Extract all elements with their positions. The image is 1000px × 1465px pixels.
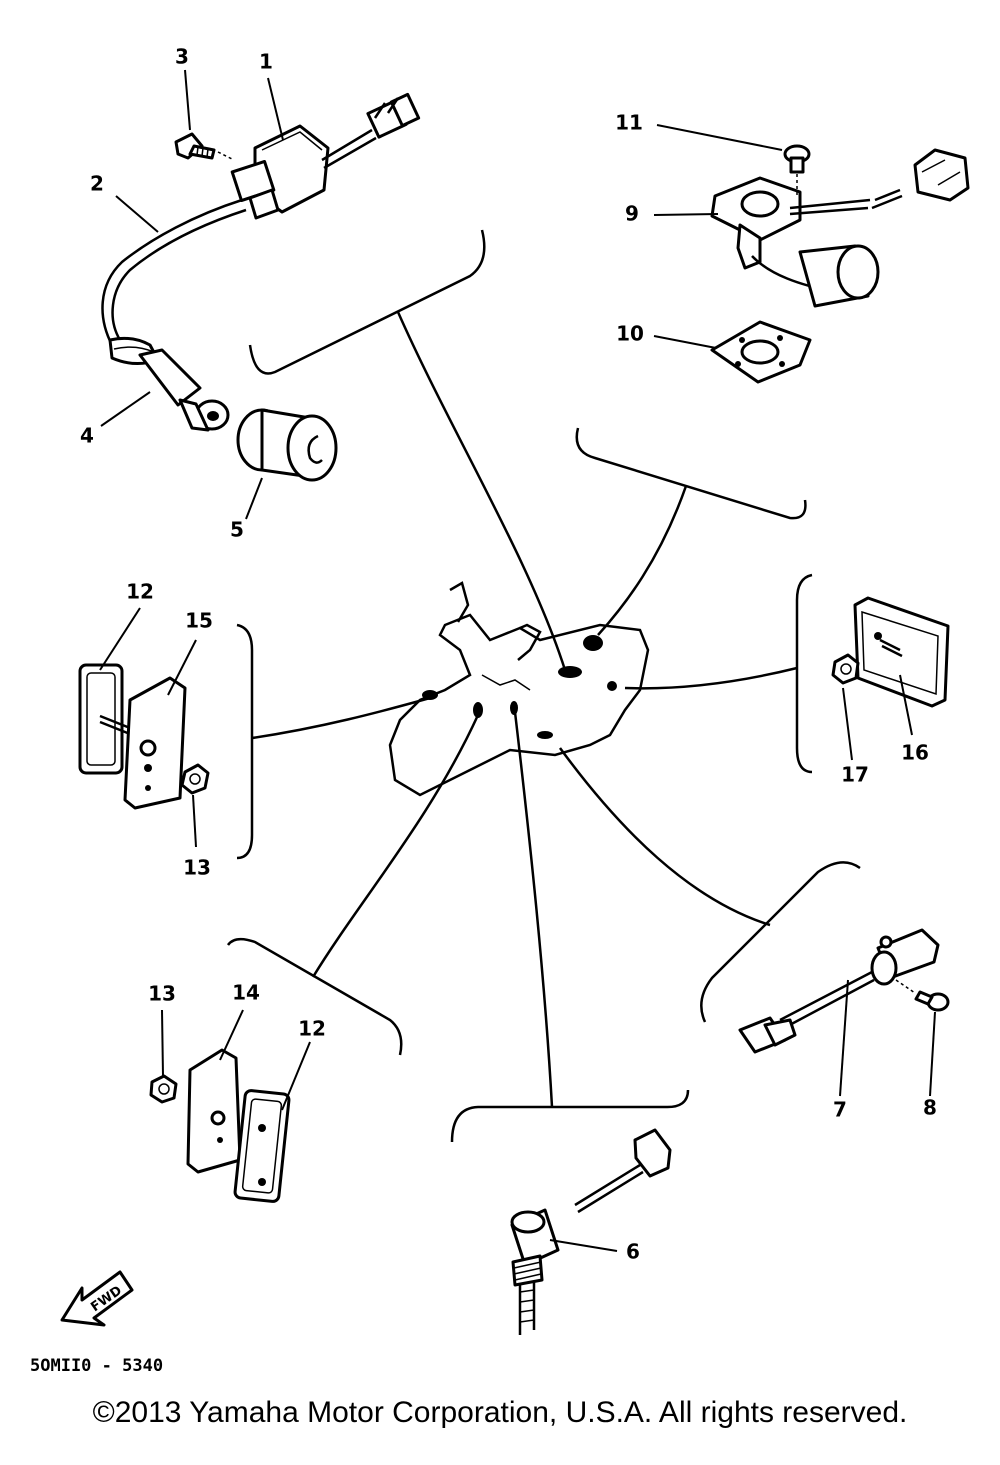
drawing-code: 5OMII0 - 5340 [30,1356,163,1376]
motorcycle-outline [388,581,650,797]
callout-12: 12 [298,1017,326,1041]
callout-7: 7 [833,1098,847,1122]
callout-numbers: 1 2 3 4 5 6 7 8 9 10 11 12 12 13 13 14 1… [80,45,937,1264]
sensor-part-6 [510,1128,672,1335]
screw-icon [783,144,811,174]
callout-5: 5 [230,518,244,542]
leader-lines [99,69,936,1252]
switch-lead-assembly [738,928,950,1054]
callout-10: 10 [616,322,644,346]
callout-12: 12 [126,580,154,604]
callout-8: 8 [923,1096,937,1120]
callout-14: 14 [232,981,260,1005]
reflector-bottom-left-assembly [149,1048,291,1203]
copyright-notice: ©2013 Yamaha Motor Corporation, U.S.A. A… [92,1396,908,1429]
bracket-bottom-center [450,711,690,1143]
cover-cap-part-5 [236,408,338,482]
ignition-coil-assembly [101,92,421,432]
bracket-bottom-right [558,747,861,1023]
callout-4: 4 [80,424,94,448]
callout-6: 6 [626,1240,640,1264]
bracket-top-center [248,229,567,671]
reflector-left-assembly [78,663,210,810]
sender-unit-assembly [710,144,970,384]
bracket-right-upper [575,427,807,636]
callout-17: 17 [841,763,869,787]
screw-icon [914,990,950,1012]
callout-3: 3 [175,45,189,69]
bolt-icon [174,132,216,160]
bracket-right [624,573,813,774]
callout-13: 13 [183,856,211,880]
callout-11: 11 [615,111,643,135]
callout-9: 9 [625,202,639,226]
callout-2: 2 [90,172,104,196]
parts-diagram: FWD 1 2 3 4 5 6 7 8 9 10 11 12 12 [30,45,970,1376]
bracket-left [236,623,431,860]
callout-15: 15 [185,609,213,633]
reflector-right-assembly [831,596,950,708]
nut-icon [831,653,860,685]
callout-1: 1 [259,50,273,74]
bracket-bottom-left [226,714,480,1056]
nut-icon [180,763,210,795]
nut-icon [149,1074,178,1104]
forward-arrow-icon: FWD [60,1270,134,1327]
callout-16: 16 [901,741,929,765]
callout-13: 13 [148,982,176,1006]
